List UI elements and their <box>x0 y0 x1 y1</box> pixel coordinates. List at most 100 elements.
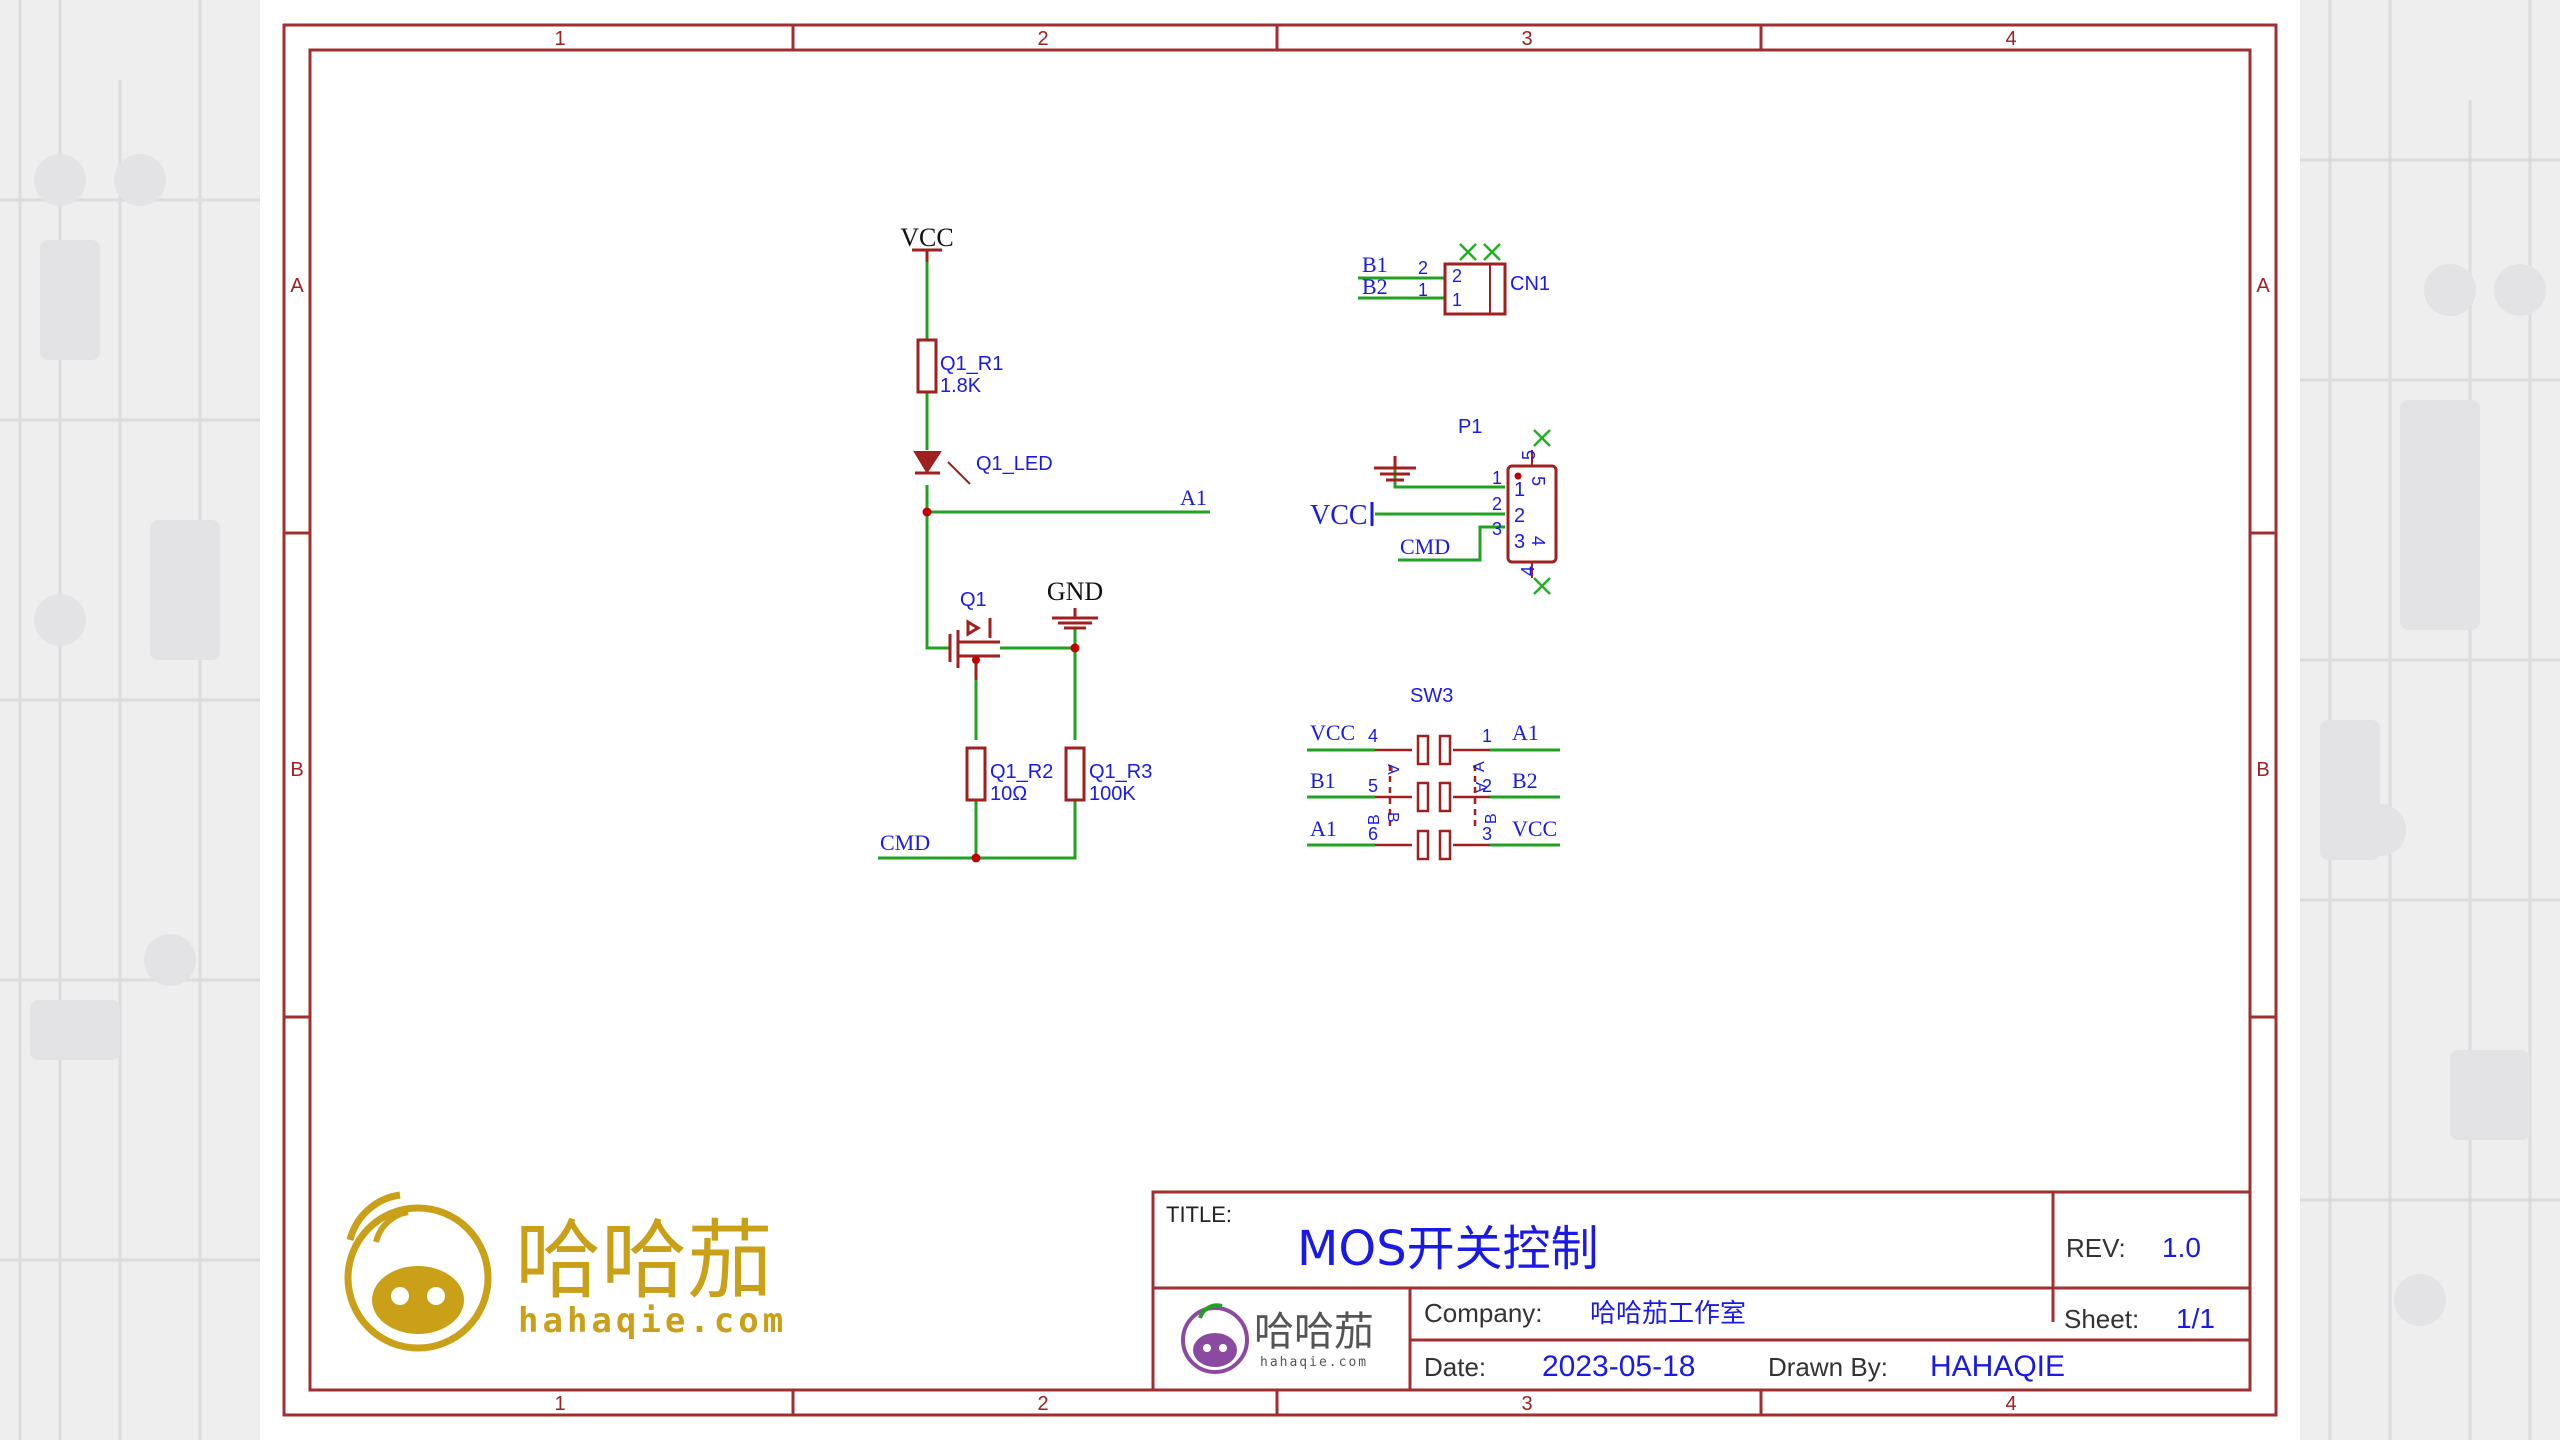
sheet-value: 1/1 <box>2176 1303 2215 1334</box>
sw3-pin-5: 5 <box>1368 776 1378 796</box>
sheet-label: Sheet: <box>2064 1304 2139 1334</box>
value-q1-r3: 100K <box>1089 783 1136 805</box>
sw3-net-right-1: A1 <box>1512 720 1539 745</box>
row-label-b-right: B <box>2256 759 2269 781</box>
sw3-pin-3: 3 <box>1482 824 1492 844</box>
resistor-q1-r1 <box>916 338 938 394</box>
connector-p1: P1 VCC CMD 1 2 3 1 2 3 5 4 5 4 <box>1310 416 1558 595</box>
title-value: MOS开关控制 <box>1297 1221 1599 1277</box>
sw3-inner-right-3: B <box>1483 813 1500 824</box>
small-logo-leaf-icon <box>1198 1303 1223 1319</box>
led-q1 <box>913 451 942 474</box>
sw3-pin-6: 6 <box>1368 824 1378 844</box>
p1-pin5-inner: 5 <box>1528 476 1548 486</box>
junction-gnd <box>1070 643 1080 653</box>
sw3-inner-left-1: A <box>1384 764 1401 775</box>
mos-parts <box>912 248 1098 802</box>
sw3-inner-left-2: B <box>1384 812 1401 823</box>
label-q1-r2: Q1_R2 <box>990 761 1053 783</box>
date-value: 2023-05-18 <box>1542 1350 1695 1383</box>
col-label-3-top: 3 <box>1521 28 1532 50</box>
net-label-gnd: GND <box>1047 577 1103 606</box>
junction-q1 <box>972 656 980 664</box>
sw3-net-left-2: B1 <box>1310 768 1336 793</box>
sw3-net-left-1: VCC <box>1310 720 1355 745</box>
sw3-pin-1: 1 <box>1482 726 1492 746</box>
net-label-vcc: VCC <box>900 223 953 252</box>
mos-wires <box>878 262 1210 860</box>
value-q1-r2: 10Ω <box>990 783 1027 805</box>
resistor-q1-r3 <box>1064 746 1086 802</box>
p1-pin3-outer: 3 <box>1492 519 1502 539</box>
small-logo-robot-icon <box>1193 1333 1237 1367</box>
drawn-value: HAHAQIE <box>1930 1350 2065 1383</box>
frame-labels: 1 2 3 4 1 2 3 4 A B A B <box>290 28 2270 1415</box>
rev-value: 1.0 <box>2162 1232 2201 1263</box>
small-logo-name: 哈哈茄 <box>1254 1309 1374 1355</box>
date-label: Date: <box>1424 1352 1486 1382</box>
label-q1: Q1 <box>960 589 987 611</box>
cn1-pin1-outer: 1 <box>1418 280 1428 300</box>
sw3-net-right-2: B2 <box>1512 768 1538 793</box>
cn1-pin2-inner: 2 <box>1452 266 1462 286</box>
sw3-inner-left-3: B <box>1366 814 1383 825</box>
col-label-2-top: 2 <box>1037 28 1048 50</box>
small-logo-url: hahaqie.com <box>1260 1355 1368 1370</box>
gnd-symbol <box>1052 608 1098 630</box>
junction-a1 <box>922 507 932 517</box>
resistor-q1-r2 <box>965 746 987 802</box>
company-label: Company: <box>1424 1298 1543 1328</box>
schematic-sheet <box>260 0 2300 1440</box>
p1-pin4-outer: 4 <box>1518 566 1538 576</box>
logo-name: 哈哈茄 <box>515 1211 773 1311</box>
col-label-4-bottom: 4 <box>2005 1393 2016 1415</box>
sw3-net-right-3: VCC <box>1512 816 1557 841</box>
label-q1-r3: Q1_R3 <box>1089 761 1152 783</box>
title-label: TITLE: <box>1166 1202 1232 1227</box>
col-label-4-top: 4 <box>2005 28 2016 50</box>
col-label-1-bottom: 1 <box>554 1393 565 1415</box>
switch-sw3: SW3 VCC B1 A1 A1 B2 VCC 4 5 6 1 2 3 A B … <box>1307 685 1560 861</box>
sheet-frame <box>282 23 2278 1417</box>
p1-label: P1 <box>1458 416 1482 438</box>
p1-pin2-inner: 2 <box>1514 505 1525 527</box>
rev-label: REV: <box>2066 1233 2126 1263</box>
mos-circuit: VCC Q1_R1 1.8K Q1_LED A1 Q1 GND Q1_R2 10… <box>878 223 1210 863</box>
cn1-net-b2: B2 <box>1362 274 1388 299</box>
col-label-1-top: 1 <box>554 28 565 50</box>
logo-leaf-icon <box>346 1191 401 1241</box>
sw3-inner-right-1: A <box>1471 761 1488 772</box>
background-circuit-left <box>0 0 260 1440</box>
sw3-pin-4: 4 <box>1368 726 1378 746</box>
sw3-body <box>1375 734 1490 861</box>
logo-hahaqie: 哈哈茄 hahaqie.com <box>344 1191 787 1352</box>
row-label-a-left: A <box>290 275 304 297</box>
sw3-label: SW3 <box>1410 685 1453 707</box>
led-arrows <box>947 461 971 485</box>
junction-cmd <box>971 853 981 863</box>
p1-pin1-inner: 1 <box>1514 479 1525 501</box>
sw3-pin-2: 2 <box>1482 776 1492 796</box>
p1-gnd-symbol <box>1374 456 1416 482</box>
p1-pin3-inner: 3 <box>1514 531 1525 553</box>
p1-pin5-outer: 5 <box>1519 450 1539 460</box>
cn1-pin1-inner: 1 <box>1452 290 1462 310</box>
company-value: 哈哈茄工作室 <box>1590 1299 1746 1329</box>
no-connect-markers <box>1459 243 1501 261</box>
p1-net-cmd: CMD <box>1400 534 1450 559</box>
logo-url: hahaqie.com <box>518 1301 787 1341</box>
net-label-a1: A1 <box>1180 485 1207 510</box>
p1-net-vcc: VCC <box>1310 500 1368 531</box>
p1-pin1-outer: 1 <box>1492 468 1502 488</box>
connector-cn1: B1 B2 2 1 2 1 CN1 <box>1358 243 1550 316</box>
mosfet-q1 <box>948 630 1000 680</box>
title-block: TITLE: MOS开关控制 REV: 1.0 Company: 哈哈茄工作室 … <box>1151 1190 2252 1392</box>
p1-pin2-outer: 2 <box>1492 494 1502 514</box>
cn1-pin2-outer: 2 <box>1418 258 1428 278</box>
label-q1-r1: Q1_R1 <box>940 353 1003 375</box>
col-label-2-bottom: 2 <box>1037 1393 1048 1415</box>
cn1-net-b1: B1 <box>1362 252 1388 277</box>
mosfet-diode <box>966 618 992 638</box>
p1-pin4-inner: 4 <box>1528 536 1548 546</box>
